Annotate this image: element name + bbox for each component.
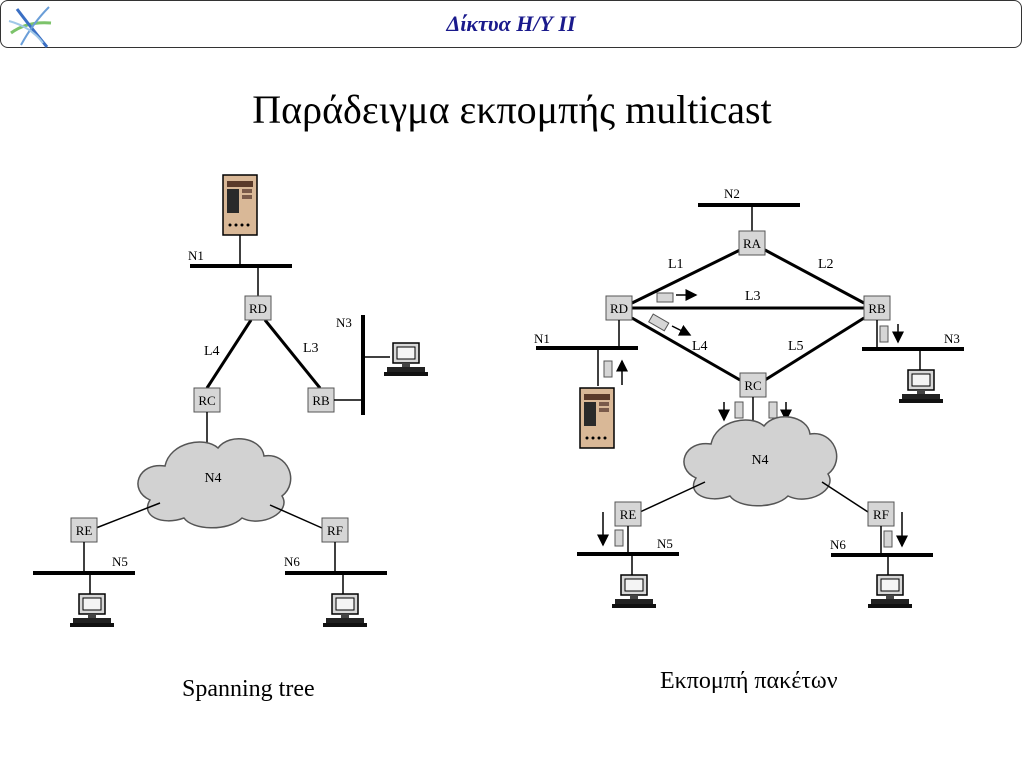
- link-l3-label: L3: [303, 341, 319, 356]
- link-l4-label: L4: [204, 344, 220, 359]
- router-rc: [193, 387, 221, 413]
- router-ra: [738, 230, 766, 256]
- packet-on-l3: [656, 292, 674, 303]
- router-rd: [244, 295, 272, 321]
- packet-on-l4: [648, 313, 670, 332]
- source-server-icon: [222, 174, 258, 236]
- router-rb-label: RB: [312, 393, 330, 408]
- link-l5-line: [764, 316, 865, 382]
- link-l5-label: L5: [788, 339, 804, 354]
- network-n4-label: N4: [204, 471, 221, 486]
- right-diagram: N2 L1 L2 L3 L4 L5 RA RD RB RC N1: [534, 186, 964, 609]
- link-l3-line: [263, 319, 322, 389]
- router-rd-label: RD: [249, 301, 267, 316]
- network-n3-label: N3: [944, 331, 960, 346]
- network-n1-label: N1: [534, 331, 550, 346]
- host-n6-pc-icon: [322, 593, 368, 628]
- router-rc-label: RC: [744, 378, 761, 393]
- router-re: [70, 517, 98, 543]
- network-n6-label: N6: [830, 537, 846, 552]
- right-caption: Εκπομπή πακέτων: [660, 668, 838, 694]
- router-rb: [863, 295, 891, 321]
- link-l1-line: [631, 248, 741, 305]
- network-n3-label: N3: [336, 315, 352, 330]
- router-rb-label: RB: [868, 301, 886, 316]
- router-rb: [307, 387, 335, 413]
- star-swirl-logo-icon: [8, 6, 52, 48]
- network-n6-label: N6: [284, 554, 300, 569]
- link-l4-label: L4: [692, 339, 708, 354]
- host-n5-pc-icon: [69, 593, 115, 628]
- left-caption: Spanning tree: [182, 676, 315, 702]
- header-title: Δίκτυα Η/Υ ΙΙ: [446, 11, 576, 36]
- packet-to-n4-right: [768, 401, 778, 419]
- router-re-label: RE: [620, 507, 637, 522]
- router-re: [614, 501, 642, 527]
- network-n5-label: N5: [112, 554, 128, 569]
- router-re-label: RE: [76, 523, 93, 538]
- router-rf: [321, 517, 349, 543]
- router-rd: [605, 295, 633, 321]
- slide-header: Δίκτυα Η/Υ ΙΙ: [0, 0, 1022, 48]
- host-n3-pc-icon: [898, 369, 944, 404]
- source-server-icon: [579, 387, 615, 449]
- network-n4-label: N4: [751, 453, 768, 468]
- router-rd-label: RD: [610, 301, 628, 316]
- slide-title: Παράδειγμα εκπομπής multicast: [252, 87, 772, 132]
- router-rc: [739, 372, 767, 398]
- packet-to-n6: [883, 530, 893, 548]
- packet-to-n5: [614, 529, 624, 547]
- network-n1-label: N1: [188, 248, 204, 263]
- router-rf: [867, 501, 895, 527]
- link-l2-line: [764, 248, 865, 305]
- router-rf-label: RF: [327, 523, 343, 538]
- host-n5-pc-icon: [611, 574, 657, 609]
- router-rc-label: RC: [198, 393, 215, 408]
- router-ra-label: RA: [743, 236, 762, 251]
- link-l3-label: L3: [745, 289, 761, 304]
- host-n6-pc-icon: [867, 574, 913, 609]
- link-l2-label: L2: [818, 257, 834, 272]
- network-n2-label: N2: [724, 186, 740, 201]
- link-l4-line: [631, 316, 741, 382]
- link-l1-label: L1: [668, 257, 684, 272]
- host-n3-pc-icon: [383, 342, 429, 377]
- packet-to-n4-left: [734, 401, 744, 419]
- packet-from-source: [603, 360, 613, 378]
- network-n4-cloud: [137, 438, 292, 529]
- link-l4-line: [205, 319, 253, 389]
- packet-to-n3: [879, 325, 889, 343]
- router-rf-label: RF: [873, 507, 889, 522]
- left-diagram: N1 L4 L3 RD RC RB N3 N4 RE RF N5 N6: [33, 174, 429, 628]
- network-n5-label: N5: [657, 536, 673, 551]
- network-n4-cloud: [683, 416, 838, 507]
